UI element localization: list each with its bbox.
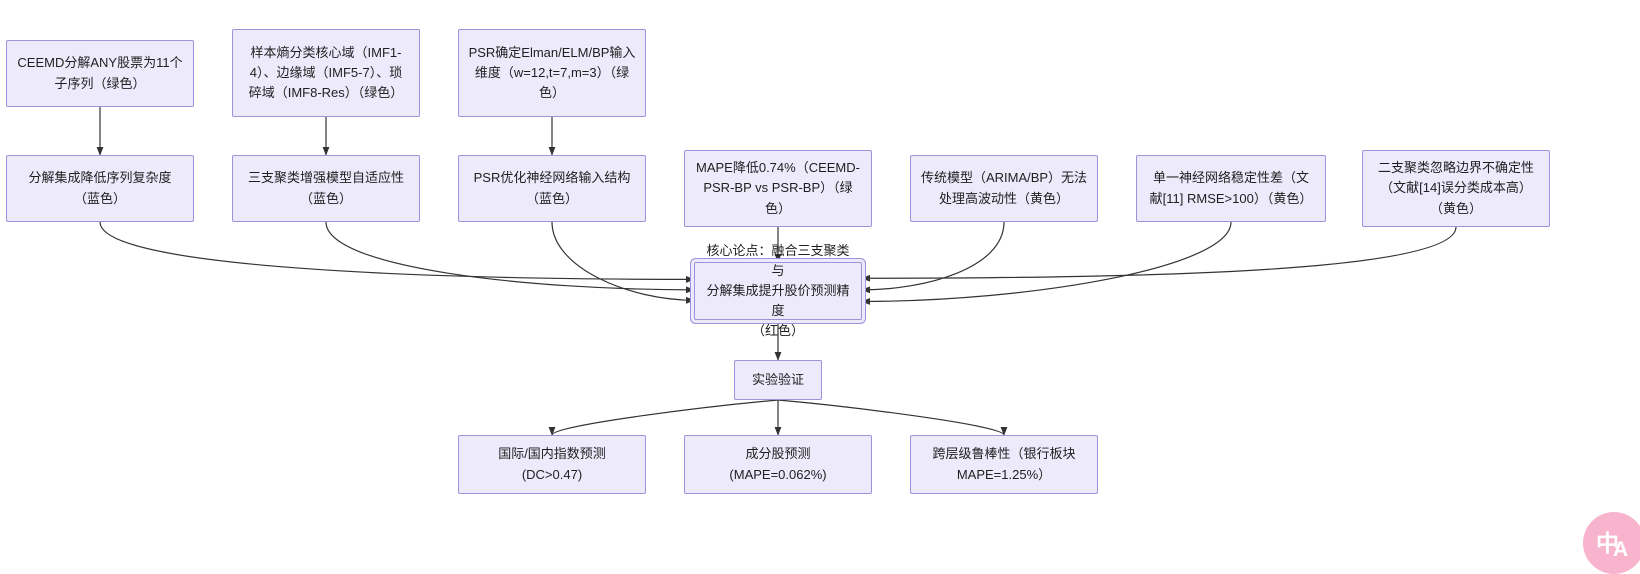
flowchart-node-label: CEEMD分解ANY股票为11个 子序列（绿色） bbox=[17, 55, 183, 91]
flowchart-node-n3[interactable]: PSR确定Elman/ELM/BP输入 维度（w=12,t=7,m=3）（绿 色… bbox=[458, 29, 646, 117]
flowchart-node-n4[interactable]: 分解集成降低序列复杂度 （蓝色） bbox=[6, 155, 194, 222]
flowchart-node-n11[interactable]: 核心论点：融合三支聚类与 分解集成提升股价预测精度 （红色） bbox=[694, 243, 862, 338]
flowchart-edge-n8-to-n11 bbox=[861, 221, 1005, 294]
flowchart-node-label: MAPE降低0.74%（CEEMD- PSR-BP vs PSR-BP）（绿 色… bbox=[696, 160, 860, 216]
flowchart-node-n5[interactable]: 三支聚类增强模型自适应性 （蓝色） bbox=[232, 155, 420, 222]
flowchart-node-label: 传统模型（ARIMA/BP）无法 处理高波动性（黄色） bbox=[920, 170, 1088, 206]
flowchart-node-label: 二支聚类忽略边界不确定性 （文献[14]误分类成本高） （黄色） bbox=[1377, 160, 1534, 216]
flowchart-edge-n5-to-n11 bbox=[325, 221, 695, 294]
flowchart-node-label: 单一神经网络稳定性差（文 献[11] RMSE>100）（黄色） bbox=[1149, 170, 1313, 206]
flowchart-edge-n4-to-n11 bbox=[99, 221, 695, 283]
flowchart-node-label: 国际/国内指数预测 (DC>0.47) bbox=[498, 446, 606, 482]
flowchart-node-label: 分解集成降低序列复杂度 （蓝色） bbox=[28, 170, 172, 206]
flowchart-node-label: 跨层级鲁棒性（银行板块 MAPE=1.25%） bbox=[932, 446, 1076, 482]
flowchart-node-n9[interactable]: 单一神经网络稳定性差（文 献[11] RMSE>100）（黄色） bbox=[1136, 155, 1326, 222]
flowchart-node-n8[interactable]: 传统模型（ARIMA/BP）无法 处理高波动性（黄色） bbox=[910, 155, 1098, 222]
flowchart-node-n6[interactable]: PSR优化神经网络输入结构 （蓝色） bbox=[458, 155, 646, 222]
watermark-glyph-group: 中 A bbox=[1583, 512, 1640, 574]
flowchart-node-label: 成分股预测 (MAPE=0.062%) bbox=[729, 446, 827, 482]
flowchart-node-n13[interactable]: 国际/国内指数预测 (DC>0.47) bbox=[458, 435, 646, 494]
flowchart-edge-n12-to-n15 bbox=[777, 399, 1008, 436]
watermark-latin-glyph: A bbox=[1613, 538, 1629, 561]
flowchart-node-n2[interactable]: 样本熵分类核心域（IMF1- 4）、边缘域（IMF5-7）、琐 碎域（IMF8-… bbox=[232, 29, 420, 117]
flowchart-edge-n6-to-n11 bbox=[551, 221, 695, 304]
flowchart-edge-n12-to-n13 bbox=[548, 399, 779, 436]
flowchart-node-label: PSR确定Elman/ELM/BP输入 维度（w=12,t=7,m=3）（绿 色… bbox=[468, 44, 636, 101]
flowchart-node-label: 核心论点：融合三支聚类与 分解集成提升股价预测精度 （红色） bbox=[706, 242, 850, 339]
flowchart-node-n14[interactable]: 成分股预测 (MAPE=0.062%) bbox=[684, 435, 872, 494]
flowchart-node-n1[interactable]: CEEMD分解ANY股票为11个 子序列（绿色） bbox=[6, 40, 194, 107]
flowchart-node-label: 三支聚类增强模型自适应性 （蓝色） bbox=[247, 170, 404, 206]
translate-watermark-icon: 中 A bbox=[1583, 512, 1640, 574]
flowchart-node-label: 实验验证 bbox=[751, 371, 804, 387]
flowchart-node-n12[interactable]: 实验验证 bbox=[734, 360, 822, 400]
flowchart-node-label: 样本熵分类核心域（IMF1- 4）、边缘域（IMF5-7）、琐 碎域（IMF8-… bbox=[248, 44, 404, 101]
flowchart-node-n15[interactable]: 跨层级鲁棒性（银行板块 MAPE=1.25%） bbox=[910, 435, 1098, 494]
flowchart-edge-n9-to-n11 bbox=[861, 221, 1232, 305]
watermark-chinese-glyph: 中 bbox=[1596, 531, 1619, 557]
flowchart-node-n10[interactable]: 二支聚类忽略边界不确定性 （文献[14]误分类成本高） （黄色） bbox=[1362, 150, 1550, 227]
flowchart-node-label: PSR优化神经网络输入结构 （蓝色） bbox=[473, 170, 631, 206]
flowchart-edge-n10-to-n11 bbox=[861, 226, 1457, 282]
flowchart-node-n7[interactable]: MAPE降低0.74%（CEEMD- PSR-BP vs PSR-BP）（绿 色… bbox=[684, 150, 872, 227]
